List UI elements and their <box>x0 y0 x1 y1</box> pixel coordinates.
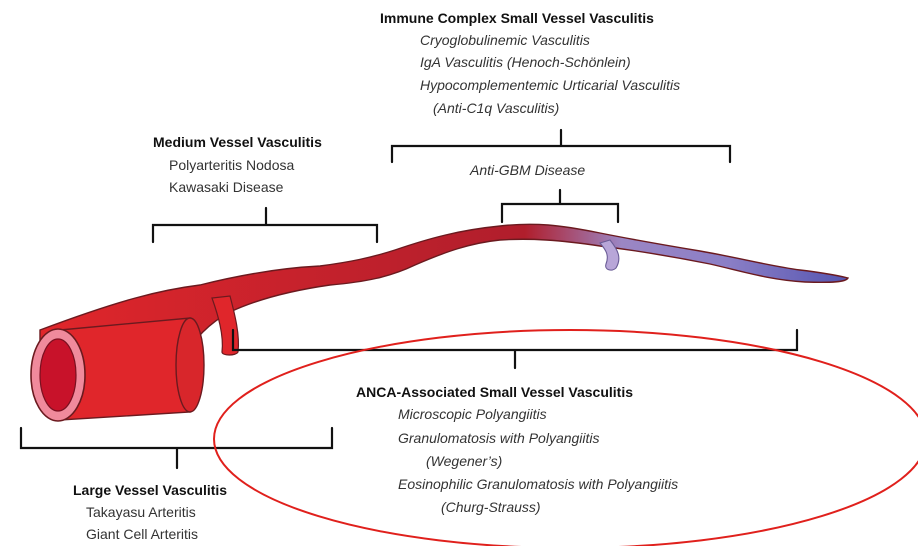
immune-complex-item: Hypocomplementemic Urticarial Vasculitis <box>420 75 680 95</box>
bracket-immune-complex <box>392 130 730 162</box>
immune-complex-item: IgA Vasculitis (Henoch-Schönlein) <box>420 52 631 72</box>
anca-item: (Wegener’s) <box>426 451 502 471</box>
anca-item: (Churg-Strauss) <box>441 497 541 517</box>
medium-vessel-item: Kawasaki Disease <box>169 177 283 197</box>
anca-item: Microscopic Polyangiitis <box>398 404 547 424</box>
large-vessel-cylinder <box>31 318 204 421</box>
immune-complex-item: (Anti-C1q Vasculitis) <box>433 98 559 118</box>
large-vessel-item: Takayasu Arteritis <box>86 502 196 522</box>
anti-gbm-label: Anti-GBM Disease <box>470 160 585 180</box>
large-vessel-item: Giant Cell Arteritis <box>86 524 198 544</box>
bracket-medium-vessel <box>153 208 377 242</box>
anca-item: Eosinophilic Granulomatosis with Polyang… <box>398 474 678 494</box>
bracket-anti-gbm <box>502 190 618 222</box>
bracket-large-vessel <box>21 428 332 468</box>
medium-vessel-heading: Medium Vessel Vasculitis <box>153 132 322 152</box>
immune-complex-item: Cryoglobulinemic Vasculitis <box>420 30 590 50</box>
anca-heading: ANCA-Associated Small Vessel Vasculitis <box>356 382 633 402</box>
large-vessel-heading: Large Vessel Vasculitis <box>73 480 227 500</box>
immune-complex-heading: Immune Complex Small Vessel Vasculitis <box>380 8 654 28</box>
anca-item: Granulomatosis with Polyangiitis <box>398 428 600 448</box>
medium-vessel-item: Polyarteritis Nodosa <box>169 155 294 175</box>
